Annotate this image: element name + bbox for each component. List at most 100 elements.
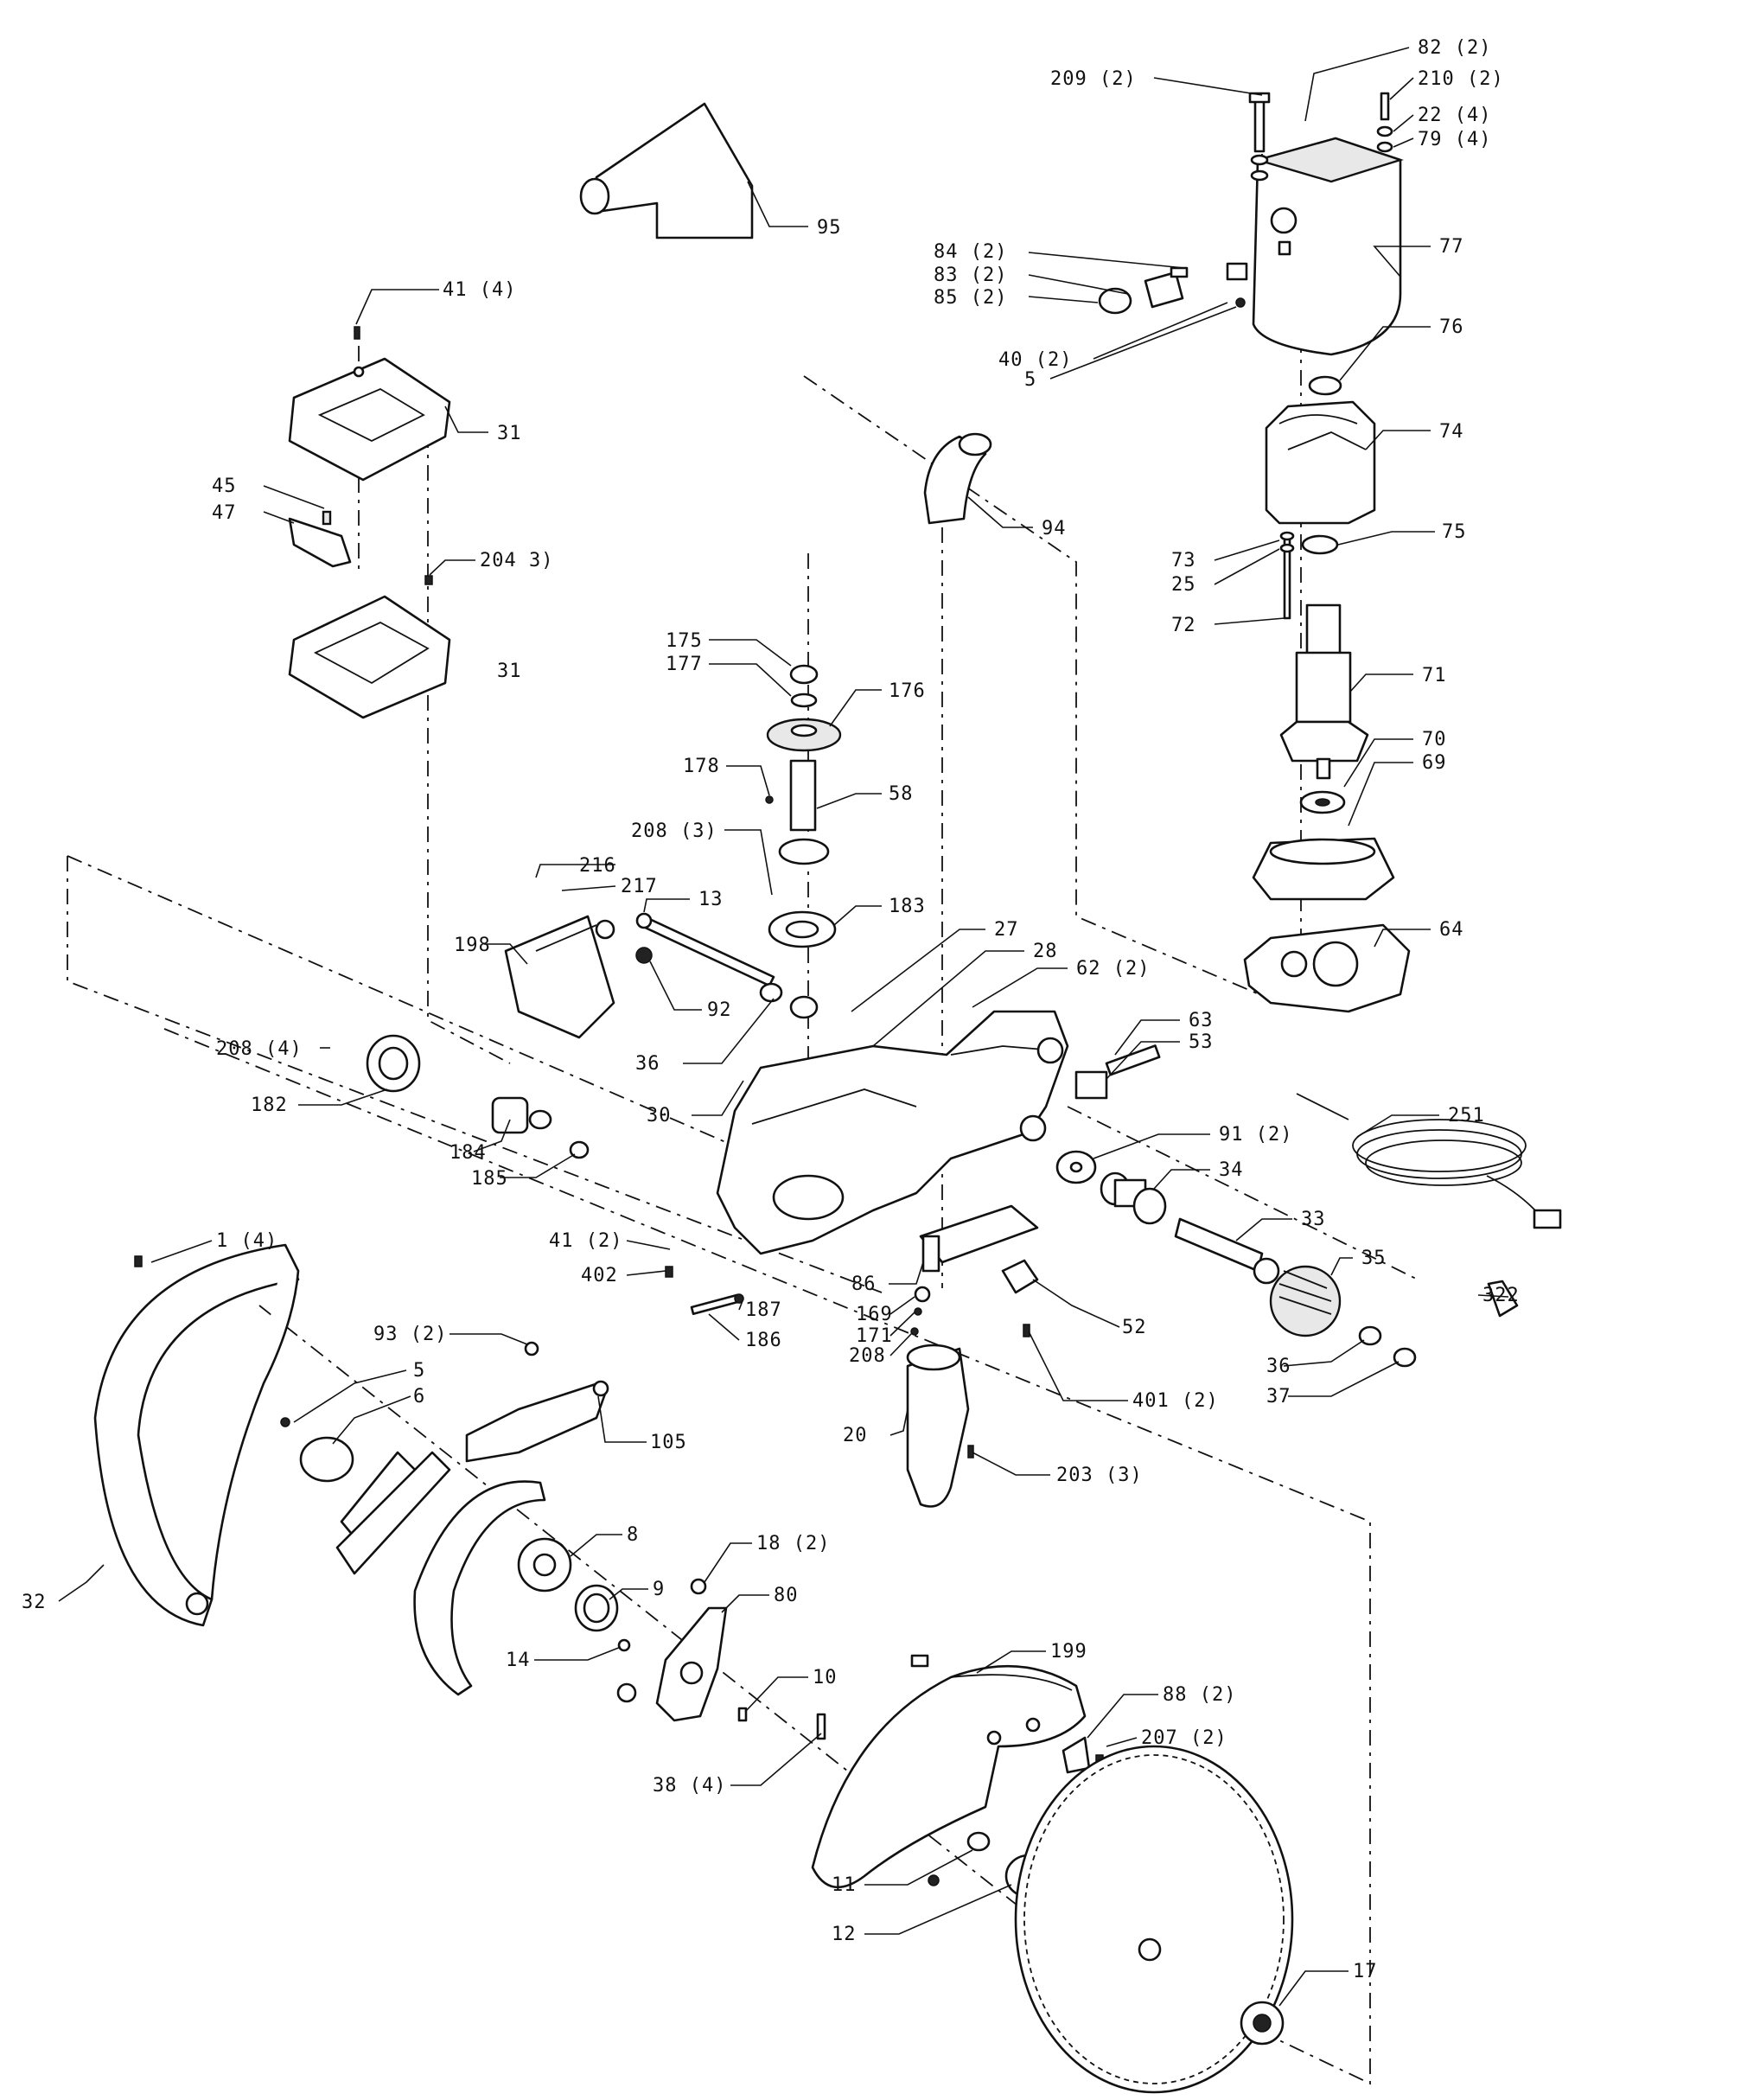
callout-216: 216 (579, 855, 616, 877)
callout-185: 185 (471, 1168, 508, 1190)
callout-18: 18 (2) (756, 1533, 830, 1554)
clamp-88 (1062, 1736, 1091, 1774)
callout-13: 13 (698, 889, 724, 910)
pins-186-187 (665, 1266, 744, 1316)
callout-401: 401 (2) (1132, 1390, 1219, 1412)
callout-85: 85 (2) (934, 287, 1007, 309)
callout-74: 74 (1439, 421, 1464, 443)
callout-91: 91 (2) (1219, 1124, 1292, 1146)
callout-184: 184 (450, 1142, 487, 1164)
callout-36-lower: 36 (1266, 1356, 1291, 1377)
callout-58: 58 (889, 783, 914, 805)
bearing-plate-182 (366, 1034, 421, 1093)
o-ring-76 (1308, 375, 1342, 396)
callout-31-top: 31 (497, 423, 522, 444)
callout-169: 169 (856, 1304, 893, 1325)
gear-case-64 (1243, 923, 1411, 1013)
callout-182: 182 (251, 1095, 288, 1116)
callout-41-top: 41 (4) (443, 279, 516, 301)
callout-62: 62 (2) (1076, 958, 1150, 980)
blade-guard-199 (811, 1654, 1087, 1889)
callout-71: 71 (1422, 665, 1447, 686)
washer-36-upper (759, 982, 819, 1019)
screw-41 (354, 326, 360, 340)
dust-elbow-94 (923, 432, 992, 525)
callout-22: 22 (4) (1418, 105, 1491, 126)
callout-34: 34 (1219, 1159, 1244, 1181)
field-74 (1265, 400, 1376, 525)
callout-204: 204 3) (480, 550, 553, 571)
callout-83: 83 (2) (934, 265, 1007, 286)
callout-177: 177 (666, 654, 703, 675)
leader-lines (58, 47, 1509, 2007)
callout-30: 30 (647, 1105, 672, 1127)
flange-17 (1240, 2001, 1285, 2046)
shaft-33 (1174, 1217, 1264, 1273)
callout-84: 84 (2) (934, 241, 1007, 263)
saw-blade (1014, 1745, 1294, 2094)
bolt-209 (1248, 92, 1271, 153)
callout-76: 76 (1439, 316, 1464, 338)
callout-25: 25 (1171, 574, 1196, 596)
bearing-75 (1301, 534, 1339, 555)
callout-53: 53 (1189, 1031, 1214, 1053)
callout-40: 40 (2) (998, 349, 1072, 371)
callout-5-lower: 5 (413, 1360, 425, 1382)
callout-9: 9 (653, 1579, 665, 1600)
callout-17: 17 (1353, 1961, 1378, 1982)
callout-1: 1 (4) (216, 1230, 277, 1252)
callout-80: 80 (774, 1585, 799, 1606)
callout-47: 47 (212, 502, 237, 524)
screws-14-18-10-38 (616, 1578, 826, 1740)
dust-bag-95 (579, 102, 754, 239)
callout-95: 95 (817, 217, 842, 239)
pinion-184 (491, 1096, 590, 1159)
screw-401 (1023, 1324, 1030, 1337)
callout-64: 64 (1439, 919, 1464, 941)
callout-27: 27 (994, 919, 1019, 941)
callout-93: 93 (2) (373, 1324, 447, 1345)
callout-176: 176 (889, 680, 926, 702)
callout-72: 72 (1171, 615, 1196, 636)
trigger-switch-47 (288, 510, 352, 568)
armature-71 (1279, 603, 1369, 780)
washer-36-nut-37 (1358, 1325, 1417, 1368)
bearing-retainer-183 (768, 910, 837, 948)
callout-79: 79 (4) (1418, 129, 1491, 150)
screws-72-73-25 (1279, 531, 1295, 620)
screw-204 (424, 575, 433, 585)
pivot-block-63 (1074, 1044, 1161, 1100)
bushing-34 (1100, 1171, 1167, 1225)
upper-guard-32 (93, 1243, 300, 1627)
callout-322: 322 (1482, 1285, 1520, 1306)
callout-77: 77 (1439, 236, 1464, 258)
callout-35: 35 (1361, 1248, 1387, 1269)
spring-35 (1253, 1257, 1342, 1337)
spindle-58 (765, 759, 830, 865)
callout-92: 92 (707, 999, 732, 1021)
callout-217: 217 (621, 876, 658, 897)
callout-203: 203 (3) (1056, 1465, 1143, 1486)
callout-178: 178 (683, 756, 720, 777)
callout-75: 75 (1442, 521, 1467, 543)
power-cord-251 (1296, 1093, 1562, 1229)
callout-37: 37 (1266, 1386, 1291, 1407)
callout-208: 208 (849, 1345, 886, 1367)
callout-31-bottom: 31 (497, 661, 522, 682)
wire-nut-322 (1487, 1280, 1519, 1318)
callout-251: 251 (1448, 1105, 1485, 1127)
callout-186: 186 (745, 1330, 782, 1351)
fence-bracket-86 (919, 1204, 1039, 1273)
callout-94: 94 (1042, 518, 1067, 539)
washer-6 (299, 1436, 354, 1483)
baffle-69 (1252, 837, 1395, 901)
callout-38: 38 (4) (653, 1775, 726, 1797)
callout-105: 105 (650, 1432, 687, 1453)
washer-91 (1055, 1150, 1097, 1184)
callout-10: 10 (813, 1667, 838, 1688)
callout-52: 52 (1122, 1317, 1147, 1338)
callout-199: 199 (1050, 1641, 1087, 1663)
plate-80 (655, 1606, 728, 1722)
callout-14: 14 (506, 1650, 531, 1671)
